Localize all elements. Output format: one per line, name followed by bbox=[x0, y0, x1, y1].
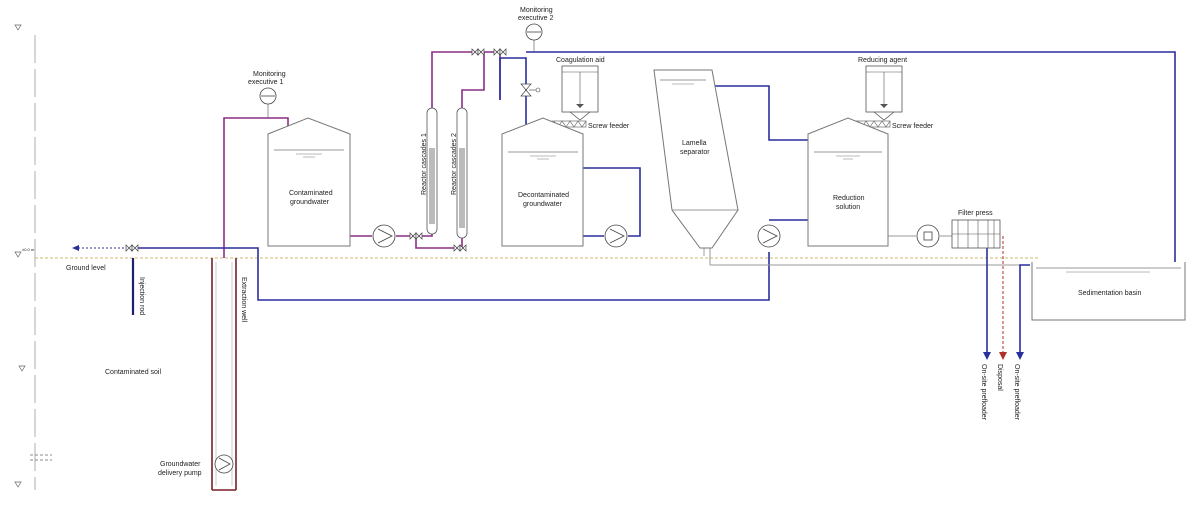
injection-rod-label: Injection rod bbox=[138, 277, 145, 315]
disposal-label: Disposal bbox=[996, 364, 1003, 391]
valve-icon bbox=[493, 48, 507, 56]
screw-feeder-label-1: Screw feeder bbox=[588, 123, 630, 130]
contaminated-soil-label: Contaminated soil bbox=[105, 369, 161, 376]
extraction-well-label: Extraction well bbox=[240, 277, 247, 323]
monitoring-1-label-2: executive 1 bbox=[248, 79, 284, 86]
lamella-separator-label-1: Lamella bbox=[682, 140, 707, 147]
reactor-outlet-pipe bbox=[499, 57, 527, 128]
ground-level-label: Ground level bbox=[66, 265, 106, 272]
depth-scale: ±0.0 m bbox=[14, 24, 52, 490]
monitoring-1-label-1: Monitoring bbox=[253, 71, 286, 78]
arrow-down-icon bbox=[983, 352, 991, 360]
on-site-prefloader-label-1: On-site prefloader bbox=[980, 364, 987, 421]
lamella-feed-pipe bbox=[583, 167, 641, 237]
pump-icon bbox=[757, 224, 781, 248]
water-level-icon bbox=[14, 251, 22, 258]
decontaminated-groundwater-tank bbox=[501, 117, 584, 247]
monitoring-executive-2 bbox=[525, 23, 543, 52]
reactor-cascade-2 bbox=[456, 107, 468, 239]
ground-level-mark: ±0.0 m bbox=[22, 247, 35, 252]
arrow-down-icon bbox=[1016, 352, 1024, 360]
contaminated-groundwater-tank bbox=[267, 117, 351, 247]
reduction-solution-tank bbox=[807, 117, 889, 247]
water-level-icon bbox=[14, 24, 22, 31]
valve-icon bbox=[471, 48, 485, 56]
contaminated-groundwater-label-1: Contaminated bbox=[289, 190, 333, 197]
groundwater-pump-label-2: delivery pump bbox=[158, 470, 202, 477]
prefloader-2-line bbox=[1019, 264, 1030, 352]
lamella-overflow-pipe bbox=[712, 85, 808, 141]
treated-return-pipe bbox=[138, 247, 770, 301]
groundwater-pump-label-1: Groundwater bbox=[160, 461, 201, 468]
decontaminated-groundwater-label-2: groundwater bbox=[523, 201, 563, 208]
sedimentation-basin-label: Sedimentation basin bbox=[1078, 290, 1142, 297]
decontaminated-groundwater-label-1: Decontaminated bbox=[518, 192, 569, 199]
arrow-down-icon bbox=[999, 352, 1007, 360]
filter-press bbox=[951, 219, 1001, 249]
on-site-prefloader-label-2: On-site prefloader bbox=[1013, 364, 1020, 421]
lamella-separator-label-2: separator bbox=[680, 149, 710, 156]
reduction-solution-label-2: solution bbox=[836, 204, 860, 211]
reducing-agent-label: Reducing agent bbox=[858, 57, 907, 64]
monitoring-executive-1 bbox=[259, 87, 277, 118]
pump-icon bbox=[372, 224, 396, 248]
reactor-cascades-1-label: Reactor cascades 1 bbox=[421, 133, 428, 195]
extraction-pipe bbox=[223, 117, 289, 258]
extraction-well bbox=[211, 258, 237, 491]
contaminated-groundwater-label-2: groundwater bbox=[290, 199, 330, 206]
screw-feeder-label-2: Screw feeder bbox=[892, 123, 934, 130]
water-level-icon bbox=[18, 365, 26, 372]
water-level-icon bbox=[14, 481, 22, 488]
valve-icon bbox=[125, 244, 139, 252]
reduction-solution-label-1: Reduction bbox=[833, 195, 865, 202]
sludge-line bbox=[709, 245, 1030, 266]
valve-icon bbox=[409, 232, 423, 240]
coagulation-aid-label: Coagulation aid bbox=[556, 57, 605, 64]
lamella-separator bbox=[653, 69, 739, 256]
coagulation-aid-hopper bbox=[561, 65, 599, 121]
reducing-agent-hopper bbox=[865, 65, 903, 121]
filter-press-label: Filter press bbox=[958, 210, 993, 217]
arrow-left-icon bbox=[72, 245, 79, 251]
reactor-cascades-2-label: Reactor cascades 2 bbox=[451, 133, 458, 195]
valve-icon bbox=[453, 244, 467, 252]
groundwater-pump-icon bbox=[214, 454, 234, 474]
pump-icon bbox=[916, 224, 940, 248]
pump-icon bbox=[604, 224, 628, 248]
reactor-cascade-1 bbox=[426, 107, 438, 235]
top-return-pipe bbox=[526, 51, 1176, 268]
monitoring-2-label-2: executive 2 bbox=[518, 15, 554, 22]
check-valve-icon bbox=[520, 83, 541, 97]
sedimentation-basin bbox=[1031, 262, 1186, 321]
monitoring-2-label-1: Monitoring bbox=[520, 7, 553, 14]
